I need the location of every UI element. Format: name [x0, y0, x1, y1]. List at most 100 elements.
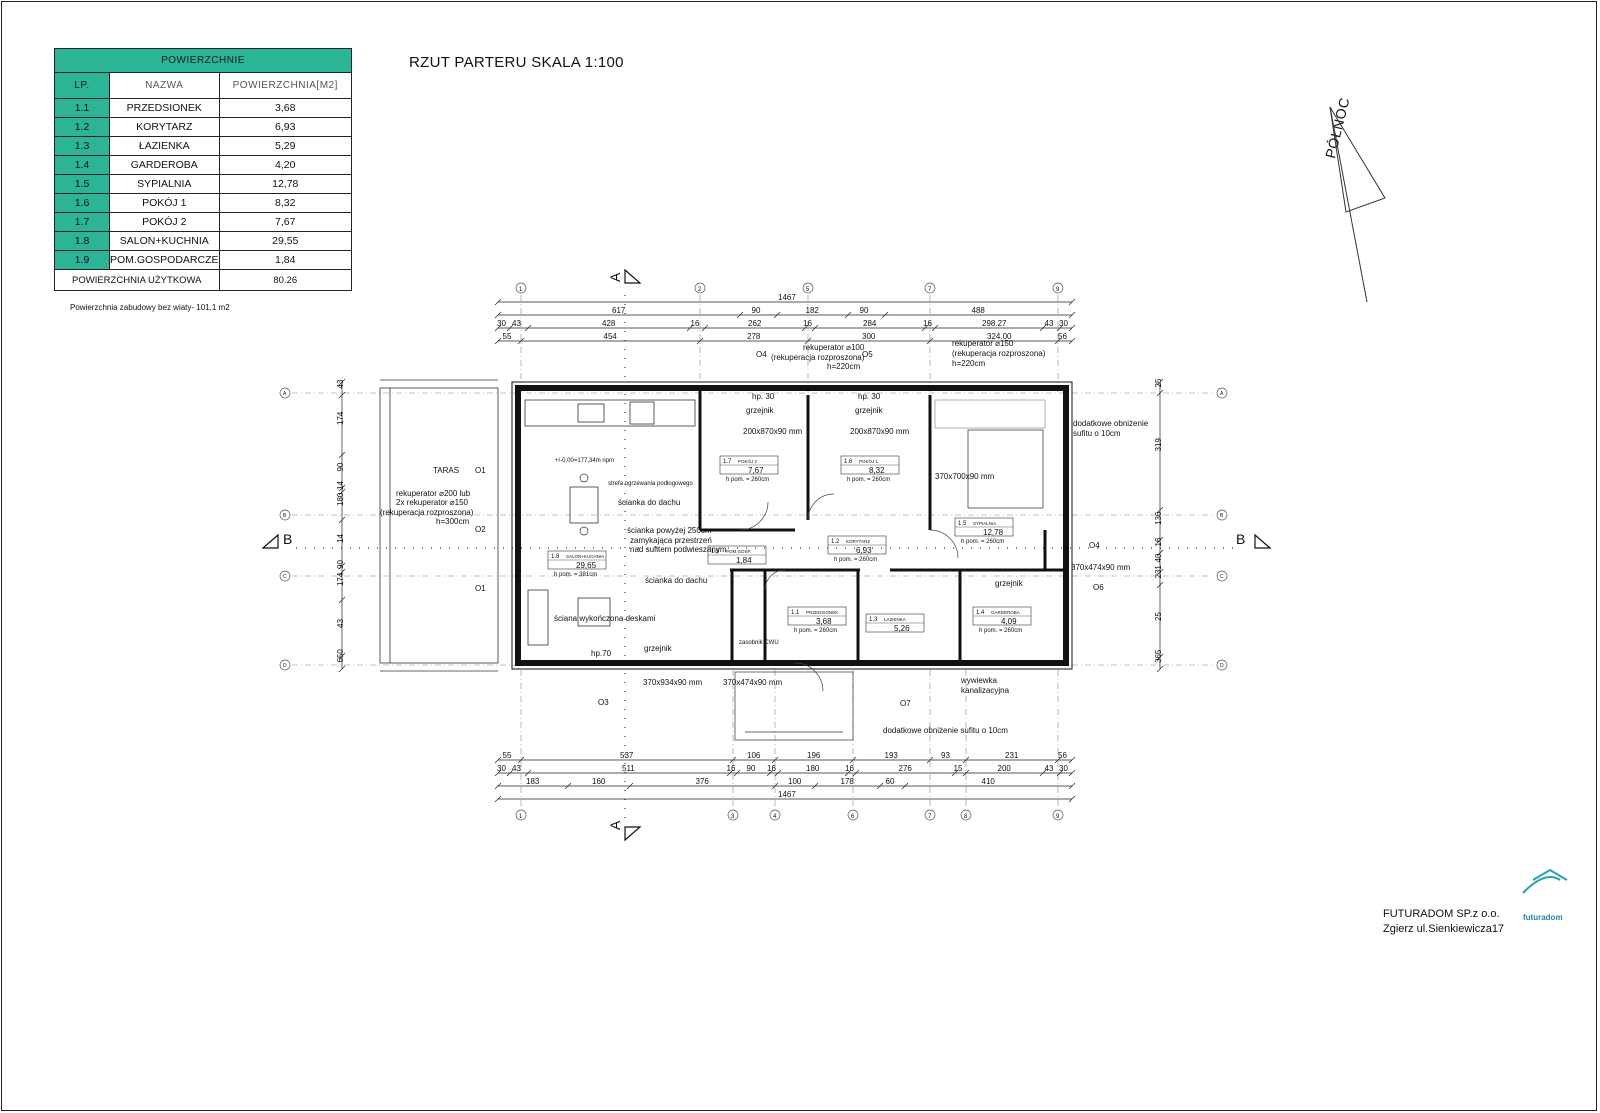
dim-tick — [564, 782, 572, 790]
axis-bubble — [1216, 659, 1228, 671]
scianka-dachu-label: ścianka do dachu — [618, 498, 680, 507]
kanalizacyjna-label: kanalizacyjna — [961, 686, 1010, 695]
rekuperator-200-d: h=300cm — [436, 517, 469, 526]
axis-bubble — [279, 387, 291, 399]
dim-tick — [494, 311, 502, 319]
dim-tick — [701, 324, 709, 332]
dim-tick — [1156, 665, 1164, 673]
dim-tick — [338, 451, 346, 459]
axis-bubble — [847, 809, 859, 821]
dim-value: 300 — [862, 332, 876, 341]
zamykajaca-label: zamykająca przestrzeń — [630, 536, 712, 545]
company-logo-icon — [1522, 868, 1568, 894]
dim-value: 90 — [336, 560, 345, 569]
dim-value: 90 — [747, 764, 756, 773]
dim-value: 16 — [845, 764, 854, 773]
dim-value: 1467 — [778, 293, 796, 302]
dim-tick — [729, 756, 737, 764]
dim-value: 55 — [503, 751, 512, 760]
axis-label: A — [283, 391, 287, 397]
dim-value: 174 — [336, 572, 345, 586]
dim-value: 284 — [863, 319, 877, 328]
kitchen-counter — [524, 399, 696, 427]
dim-tick — [1156, 653, 1164, 661]
room-height: h pom. = 260cm — [834, 557, 877, 563]
dim-tick — [733, 769, 741, 777]
dim-value: 182 — [806, 306, 820, 315]
section-arrow-icon — [261, 268, 1272, 842]
hp70-label: hp.70 — [591, 649, 612, 658]
room-area: 12,78 — [983, 528, 1004, 537]
dim-tick — [804, 337, 812, 345]
axis-bubble — [1052, 282, 1064, 294]
dim-value: 14 — [336, 534, 345, 543]
dim-value: 30 — [497, 319, 506, 328]
dim-tick — [771, 756, 779, 764]
sink — [577, 403, 605, 423]
interior-walls — [698, 388, 1066, 663]
entrance-steps — [734, 671, 854, 741]
zasobnik-label: zasobnik CWU — [739, 640, 779, 646]
dim-value: 90 — [860, 306, 869, 315]
dim-tick — [844, 769, 852, 777]
axis-label: 7 — [928, 814, 932, 820]
section-a-top: A — [607, 272, 623, 282]
dim-tick — [852, 769, 860, 777]
terrace — [379, 379, 499, 672]
dim-tick — [494, 795, 502, 803]
axis-bubble — [279, 570, 291, 582]
dim-value: 136 — [1154, 511, 1163, 525]
dim-tick — [921, 324, 929, 332]
dim-value: 43 — [336, 379, 345, 388]
dim-value: 174 — [336, 411, 345, 425]
dim-value: 16 — [727, 764, 736, 773]
dim-tick — [338, 378, 346, 386]
dim-tick — [338, 596, 346, 604]
dining-table — [569, 486, 599, 524]
dim-value: 16 — [1154, 537, 1163, 546]
dim-tick — [881, 311, 889, 319]
o4-right: O4 — [1089, 541, 1100, 550]
room-area: 4,09 — [1001, 617, 1017, 626]
axis-label: C — [283, 574, 287, 580]
cell-name: POKÓJ 1 — [109, 193, 220, 213]
dim-value: 43 — [1045, 319, 1054, 328]
dim-tick — [494, 324, 502, 332]
dim-value: 231 — [1005, 751, 1019, 760]
dim-value: 262 — [748, 319, 762, 328]
dim-tick — [1056, 769, 1064, 777]
deski-label: ściana wykończona deskami — [554, 614, 656, 623]
dim-tick — [1068, 337, 1076, 345]
dim-value: 90 — [336, 462, 345, 471]
sypialnia-hatch — [934, 399, 1046, 429]
axis-label: B — [283, 513, 287, 519]
dim-value: 1467 — [778, 790, 796, 799]
dim-tick — [1068, 795, 1076, 803]
dim-value: 650 — [336, 649, 345, 663]
dim-value: 43 — [512, 319, 521, 328]
dim-tick — [1156, 536, 1164, 544]
exterior-walls — [511, 381, 1073, 670]
dim-tick — [771, 782, 779, 790]
dim-value: 376 — [696, 777, 710, 786]
section-a-bottom: A — [607, 820, 623, 830]
dim-tick — [931, 324, 939, 332]
total-value: 80.26 — [218, 269, 353, 291]
room-area: 1,84 — [736, 556, 752, 565]
cooktop — [629, 401, 655, 425]
dim-value: 617 — [612, 306, 626, 315]
okno-370-474-r: 370x474x90 mm — [1071, 563, 1130, 572]
dim-tick — [1054, 337, 1062, 345]
dim-tick — [494, 337, 502, 345]
dim-tick — [1056, 324, 1064, 332]
dim-value: 56 — [1058, 751, 1067, 760]
dim-value: 16 — [803, 319, 812, 328]
dim-value: 183 — [526, 777, 540, 786]
